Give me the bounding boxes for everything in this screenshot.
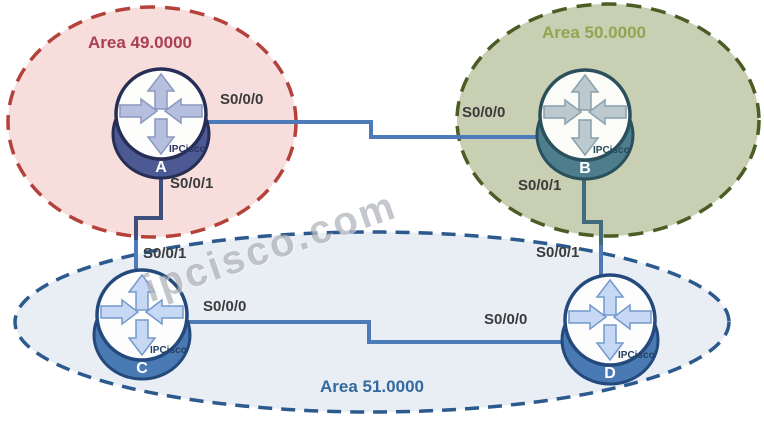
router-b: IPCisco B	[535, 68, 635, 181]
router-a-logo: IPCisco	[169, 144, 206, 155]
interface-label-b-s0-0-1: S0/0/1	[518, 177, 562, 194]
router-c-face	[95, 268, 189, 362]
interface-label-d-s0-0-0: S0/0/0	[484, 311, 528, 328]
area-51-border	[13, 230, 731, 414]
interface-label-d-s0-0-1: S0/0/1	[536, 244, 580, 261]
interface-label-b-s0-0-0: S0/0/0	[462, 104, 506, 121]
link-b-d-upper	[582, 162, 603, 247]
router-b-label: B	[579, 160, 591, 177]
interface-label-a-s0-0-0: S0/0/0	[220, 91, 264, 108]
router-arrows-icon	[543, 73, 627, 157]
area-51-label: Area 51.0000	[320, 377, 424, 396]
router-c-logo: IPCisco	[150, 345, 187, 356]
link-a-c-upper	[134, 160, 163, 242]
interface-label-a-s0-0-1: S0/0/1	[170, 175, 214, 192]
router-a-label: A	[155, 159, 167, 176]
area-50-border	[455, 2, 761, 238]
router-arrows-icon	[119, 72, 203, 156]
area-49-label: Area 49.0000	[88, 33, 192, 52]
router-c-label: C	[136, 360, 148, 377]
router-a-face	[114, 67, 208, 161]
router-b-face	[538, 68, 632, 162]
router-arrows-icon	[100, 273, 184, 357]
link-a-b	[204, 120, 542, 139]
link-c-d	[186, 320, 572, 344]
router-a: IPCisco A	[111, 67, 211, 180]
router-d-label: D	[604, 365, 616, 382]
router-arrows-icon	[568, 278, 652, 362]
area-51-region	[15, 232, 729, 412]
interface-label-c-s0-0-1: S0/0/1	[143, 245, 187, 262]
interface-label-c-s0-0-0: S0/0/0	[203, 298, 247, 315]
router-c: IPCisco C	[92, 268, 192, 381]
router-d-face	[563, 273, 657, 367]
router-d: IPCisco D	[560, 273, 660, 386]
router-d-logo: IPCisco	[618, 350, 655, 361]
router-b-logo: IPCisco	[593, 145, 630, 156]
area-50-label: Area 50.0000	[542, 23, 646, 42]
